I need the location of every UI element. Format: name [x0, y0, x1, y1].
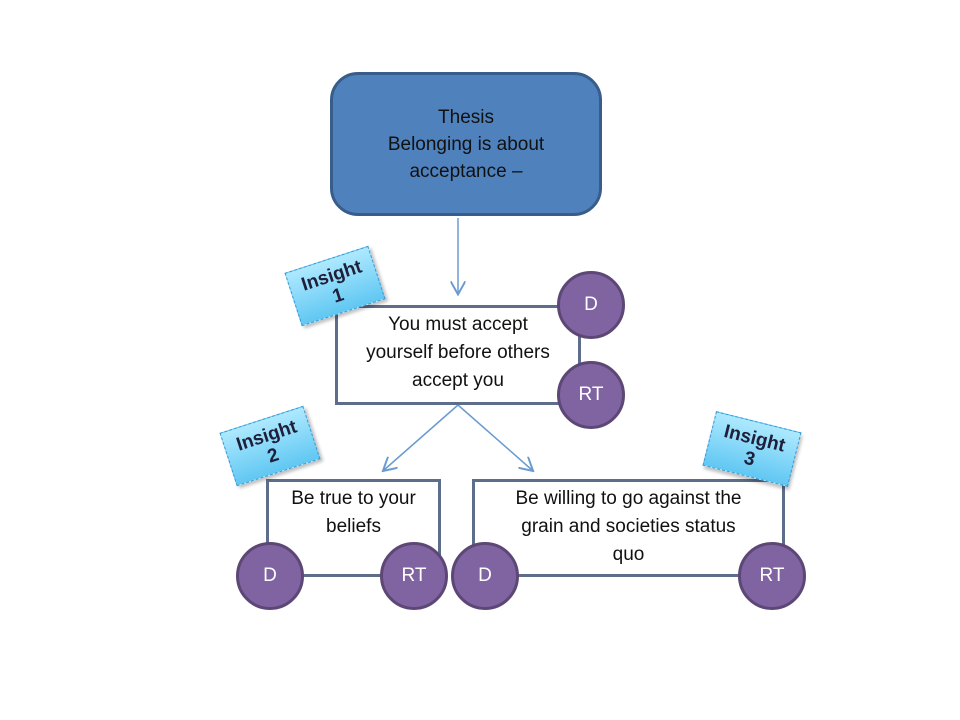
insight-1-line-2: yourself before others [366, 342, 550, 363]
insight-3-rt-circle: RT [738, 542, 806, 610]
insight-2-line-1: Be true to your [291, 488, 416, 509]
insight-2-line-2: beliefs [326, 516, 381, 537]
thesis-line-2: Belonging is about [387, 133, 545, 155]
insight-3-line-2: grain and societies status [521, 516, 736, 537]
insight-1-rt-circle: RT [557, 361, 625, 429]
insight-3-line-3: quo [612, 544, 645, 565]
insight-2-note-number: 2 [264, 444, 282, 468]
insight-3-box: Be willing to go against the grain and s… [472, 479, 785, 577]
thesis-title: Thesis [438, 106, 494, 128]
insight-1-line-1: You must accept [388, 314, 528, 335]
insight-2-rt-circle: RT [380, 542, 448, 610]
insight-3-line-1: Be willing to go against the [515, 488, 742, 509]
insight-1-d-circle: D [557, 271, 625, 339]
insight-3-note-number: 3 [741, 447, 758, 471]
insight-1-box: You must accept yourself before others a… [335, 305, 581, 405]
insight-1-line-3: accept you [412, 370, 504, 391]
insight-2-d-circle: D [236, 542, 304, 610]
insight-3-d-circle: D [451, 542, 519, 610]
arrow-insight1-to-insight3 [457, 404, 532, 470]
arrow-insight1-to-insight2 [384, 404, 459, 470]
thesis-line-3: acceptance – [409, 160, 523, 182]
thesis-box: Thesis Belonging is about acceptance – [330, 72, 602, 216]
insight-1-note-number: 1 [329, 284, 347, 308]
